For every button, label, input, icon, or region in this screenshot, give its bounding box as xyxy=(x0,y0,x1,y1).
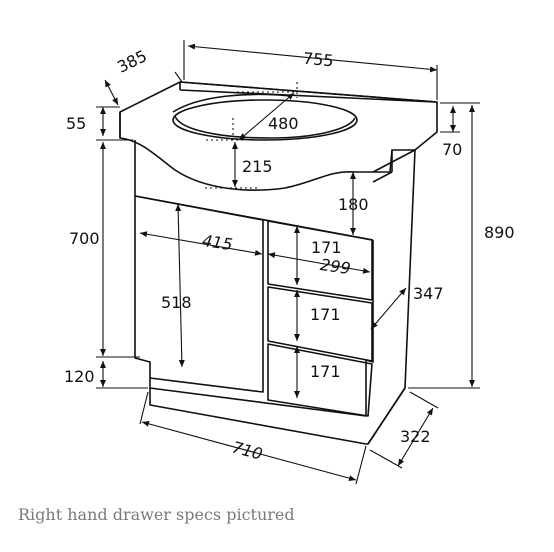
dim-basin-diameter: 480 xyxy=(268,114,299,133)
drawer-2-outline xyxy=(267,286,373,362)
dim-drawer-width: 299 xyxy=(319,255,352,278)
dim-drawer-3-height: 171 xyxy=(310,362,341,381)
dim-drawer-2-height: 171 xyxy=(310,305,341,324)
dim-door-height: 518 xyxy=(161,293,192,312)
dim-drawer-1-height: 171 xyxy=(311,238,342,257)
dimension-lines xyxy=(96,40,480,485)
dim-top-thickness-left: 55 xyxy=(66,114,86,133)
dim-bowl-depth: 215 xyxy=(242,157,273,176)
door-outline xyxy=(134,195,264,393)
dim-top-thickness-right: 70 xyxy=(442,140,462,159)
dimension-labels: 385 755 480 55 70 215 180 700 890 415 29… xyxy=(64,46,515,464)
dim-door-width: 415 xyxy=(201,231,234,254)
dim-base-depth: 322 xyxy=(400,427,431,446)
dim-carcass-height: 700 xyxy=(69,229,100,248)
dim-drawer-top-height: 180 xyxy=(338,195,369,214)
dim-drawer-depth: 347 xyxy=(413,284,444,303)
dim-overall-height: 890 xyxy=(484,223,515,242)
vanity-outline xyxy=(119,81,438,445)
dim-top-depth: 385 xyxy=(114,46,150,76)
dim-top-width: 755 xyxy=(302,49,334,71)
drawer-3-outline xyxy=(267,343,373,417)
dim-kick-height: 120 xyxy=(64,367,95,386)
basin-bowl xyxy=(172,99,358,141)
dim-base-width: 710 xyxy=(230,437,264,463)
basin-top-shape xyxy=(119,81,438,191)
vanity-dimension-drawing: 385 755 480 55 70 215 180 700 890 415 29… xyxy=(64,40,515,485)
caption-text: Right hand drawer specs pictured xyxy=(18,505,295,524)
